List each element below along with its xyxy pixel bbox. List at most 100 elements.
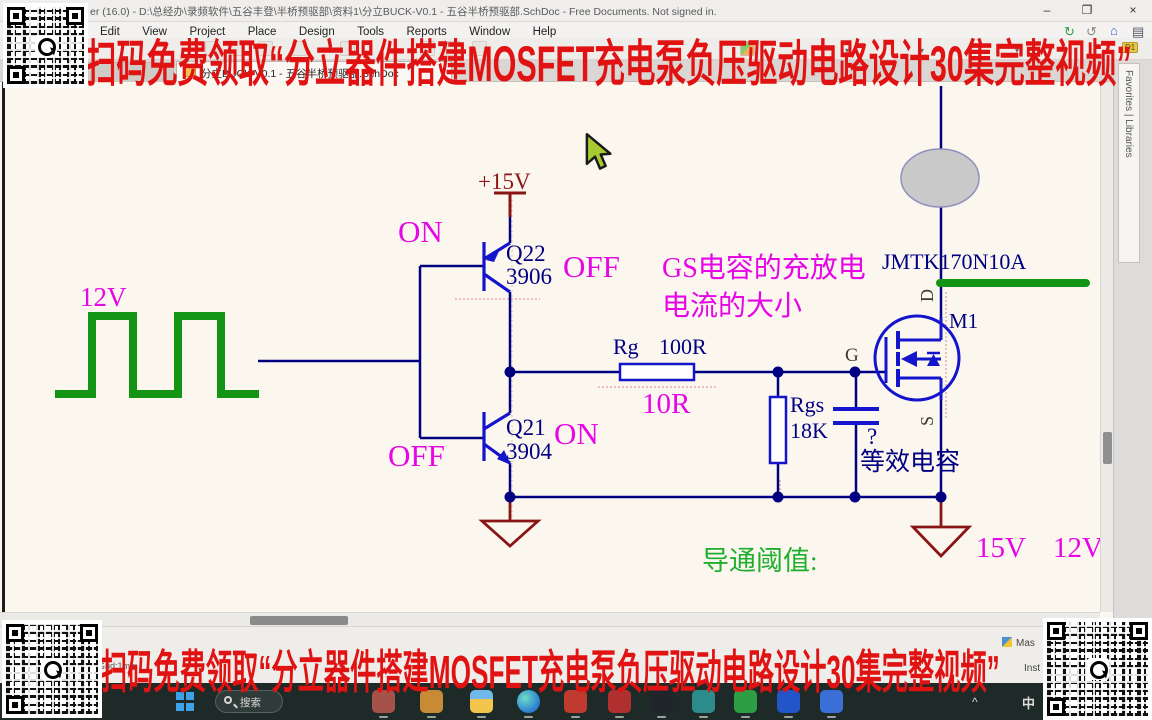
toolbar-icon[interactable]: [292, 41, 307, 56]
menu-tools[interactable]: Tools: [357, 26, 385, 38]
rg-note: 10R: [642, 388, 691, 420]
document-icon: [183, 67, 196, 77]
taskbar-search[interactable]: 搜索: [215, 690, 283, 713]
menu-reports[interactable]: Reports: [406, 26, 447, 38]
minimize-button[interactable]: –: [1043, 3, 1051, 17]
qr-code-bottom-right: [1043, 618, 1152, 720]
ime-indicator[interactable]: 中: [1022, 696, 1036, 711]
qr-code-top-left: [3, 3, 88, 88]
gs-note-line1: GS电容的充放电: [662, 253, 866, 284]
cap-question-mark: ?: [867, 424, 878, 449]
close-button[interactable]: ×: [1129, 3, 1137, 17]
schematic-canvas[interactable]: [0, 82, 1100, 612]
qr-logo-icon: [41, 658, 63, 680]
search-icon: [224, 696, 232, 704]
window-title: er (16.0) - D:\总经办\录频软件\五谷丰登\半桥预驱部\资料1\分…: [90, 6, 717, 18]
rg-designator: Rg: [613, 334, 639, 359]
menu-project[interactable]: Project: [189, 26, 226, 38]
q22-designator: Q22: [506, 241, 546, 266]
document-tab-label: 分立BUCK-V0.1 - 五谷半桥预驱部.SchDoc: [201, 68, 399, 80]
taskbar-app-icon[interactable]: [777, 690, 800, 718]
q21-state-off: OFF: [388, 438, 445, 473]
threshold-note: 导通阈值:: [702, 546, 818, 576]
taskbar-app-icon[interactable]: [820, 690, 843, 718]
mosfet-part: JMTK170N10A: [882, 249, 1027, 274]
rgs-designator: Rgs: [790, 392, 825, 417]
toolbar-icon[interactable]: [472, 41, 487, 56]
start-button[interactable]: [176, 692, 195, 711]
note-15v: 15V: [976, 532, 1026, 564]
active-document-tab[interactable]: 分立BUCK-V0.1 - 五谷半桥预驱部.SchDoc: [176, 61, 452, 82]
vertical-scrollbar[interactable]: [1100, 82, 1113, 612]
refresh-icon[interactable]: ↻: [1064, 24, 1075, 39]
mosfet-designator: M1: [949, 309, 979, 333]
search-placeholder: 搜索: [240, 697, 261, 709]
instruments-button[interactable]: Inst: [1024, 663, 1041, 674]
q21-part: 3904: [506, 439, 552, 464]
horizontal-scrollbar[interactable]: [0, 612, 1100, 626]
menu-bar: File Edit View Project Place Design Tool…: [0, 22, 1152, 38]
grid-status: Grid:1mm: [98, 661, 138, 671]
rg-value: 100R: [659, 334, 707, 359]
promo-overlay-bottom: 扫码免费领取“分立器件搭建MOSFET充电泵负压驱动电路设计30集完整视频”: [101, 646, 1000, 698]
dropdown-caret-icon[interactable]: ▾: [1015, 46, 1020, 55]
status-bar: Grid:1mm Mas Inst: [0, 626, 1152, 683]
taskbar-app-icon[interactable]: [650, 690, 673, 718]
toolbar-icon[interactable]: [340, 41, 355, 56]
documents-icon[interactable]: ▤: [1132, 24, 1145, 39]
taskbar-app-icon[interactable]: [692, 690, 715, 718]
toolbar-icon[interactable]: [205, 41, 220, 56]
rgs-value: 18K: [790, 418, 828, 443]
menu-place[interactable]: Place: [247, 26, 277, 38]
home-icon[interactable]: ⌂: [1110, 23, 1118, 38]
menu-view[interactable]: View: [142, 26, 167, 38]
gs-note-line2: 电流的大小: [662, 291, 803, 322]
taskbar: 搜索 ^ 中: [0, 683, 1152, 720]
toolbar-icon[interactable]: [446, 41, 461, 56]
gate-pin-label: G: [845, 345, 859, 366]
q22-state-off: OFF: [563, 249, 620, 284]
taskbar-edge-icon[interactable]: [517, 690, 540, 718]
promo-overlay-top: 扫码免费领取“分立器件搭建MOSFET充电泵负压驱动电路设计30集完整视频”: [86, 36, 1132, 92]
equivalent-cap-label: 等效电容: [860, 449, 961, 476]
note-12v: 12V: [1053, 532, 1103, 564]
tray-expand-chevron[interactable]: ^: [972, 695, 978, 709]
mask-icon: [1002, 637, 1012, 647]
dropdown-caret-icon[interactable]: ▾: [845, 46, 850, 55]
q21-state-on: ON: [554, 416, 599, 451]
toolbar-icon[interactable]: [740, 41, 755, 56]
menu-design[interactable]: Design: [298, 26, 335, 38]
title-bar: er (16.0) - D:\总经办\录频软件\五谷丰登\半桥预驱部\资料1\分…: [0, 0, 1152, 22]
toolbar-icon[interactable]: [230, 41, 245, 56]
dropdown-caret-icon[interactable]: ▾: [920, 46, 925, 55]
source-pin-label: S: [917, 415, 937, 426]
drain-pin-label: D: [917, 289, 937, 302]
restore-button[interactable]: ❐: [1081, 3, 1093, 17]
sheet-border: [2, 82, 5, 612]
q22-part: 3906: [506, 264, 552, 289]
menu-edit[interactable]: Edit: [99, 26, 120, 38]
q22-state-on: ON: [398, 214, 443, 249]
qr-logo-icon: [1086, 658, 1109, 680]
mask-level-button[interactable]: Mas: [1002, 637, 1035, 649]
panel-tab-favorites-libraries[interactable]: Favorites | Libraries: [1118, 63, 1140, 263]
taskbar-app-icon[interactable]: [420, 690, 443, 718]
toolbar: ▾ ▾ ▾: [0, 38, 1152, 60]
taskbar-app-icon[interactable]: [734, 690, 757, 718]
input-voltage-label: 12V: [80, 282, 127, 312]
taskbar-file-explorer-icon[interactable]: [470, 690, 493, 718]
vertical-scrollbar-thumb[interactable]: [1103, 432, 1112, 464]
toolbar-icon[interactable]: [420, 41, 435, 56]
toolbar-icon[interactable]: [258, 41, 273, 56]
qr-logo-icon: [34, 34, 57, 57]
taskbar-app-icon[interactable]: [372, 690, 395, 718]
document-tab-bar: 分立BUCK-V0.1 - 五谷半桥预驱部.SchDoc: [0, 60, 1152, 82]
taskbar-app-icon[interactable]: [608, 690, 631, 718]
sync-icon[interactable]: ↺: [1086, 24, 1097, 39]
right-panel-strip: Favorites | Libraries: [1113, 60, 1152, 683]
menu-help[interactable]: Help: [532, 26, 557, 38]
horizontal-scrollbar-thumb[interactable]: [250, 616, 348, 625]
menu-window[interactable]: Window: [469, 26, 511, 38]
vcc-label: +15V: [478, 169, 531, 194]
taskbar-app-icon[interactable]: [564, 690, 587, 718]
